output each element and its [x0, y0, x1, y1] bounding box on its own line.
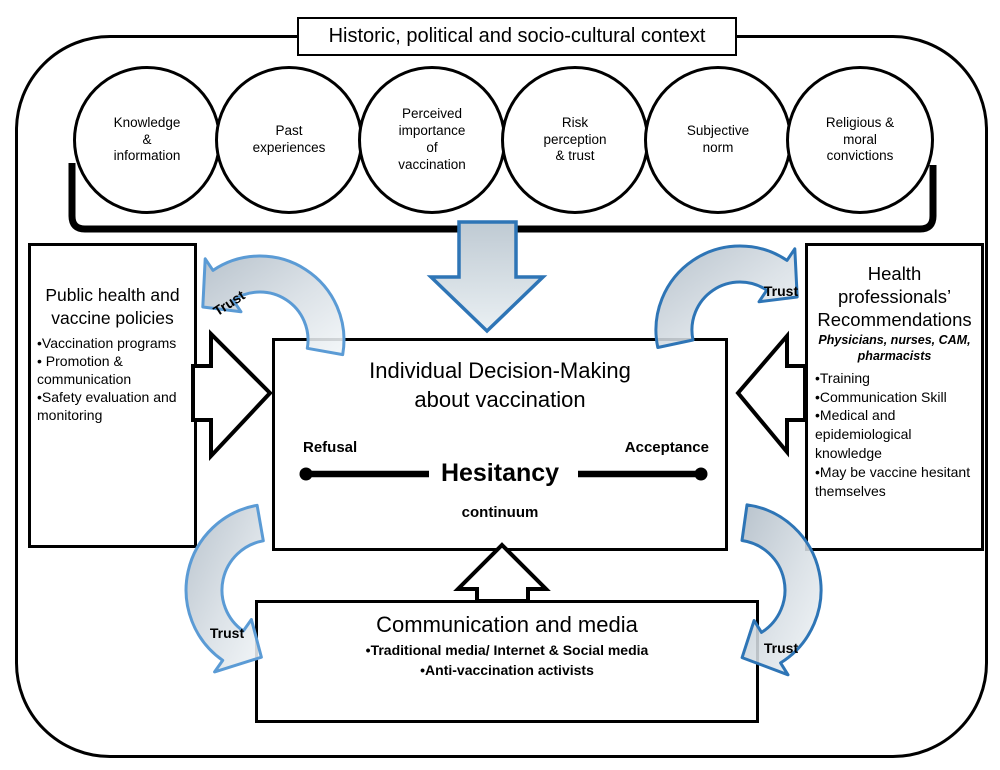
trust-label-bottom-left: Trust — [209, 625, 245, 641]
circle-perceived-importance: Perceived importance of vaccination — [358, 66, 506, 214]
professionals-bullet-training: •Training — [815, 369, 870, 386]
professionals-bullet-communication-skill: •Communication Skill — [815, 388, 947, 405]
public-health-policies-heading: Public health and vaccine policies — [45, 285, 180, 328]
communication-media-heading: Communication and media — [376, 612, 638, 637]
communication-media-box: Communication and media •Traditional med… — [255, 600, 759, 723]
individual-decision-heading: Individual Decision-Making about vaccina… — [369, 358, 631, 412]
professionals-bullet-vaccine-hesitant: •May be vaccine hesitant themselves — [815, 464, 971, 499]
refusal-label: Refusal — [303, 439, 358, 456]
context-banner: Historic, political and socio-cultural c… — [297, 17, 737, 56]
circle-risk-perception-trust: Risk perception & trust — [501, 66, 649, 214]
circle-subjective-norm: Subjective norm — [644, 66, 792, 214]
context-banner-label: Historic, political and socio-cultural c… — [328, 25, 706, 47]
acceptance-label: Acceptance — [624, 439, 709, 456]
circle-religious-convictions: Religious & moral convictions — [786, 66, 934, 214]
media-bullet-anti-vaccination-activists: •Anti-vaccination activists — [420, 662, 594, 679]
continuum-label: continuum — [461, 504, 539, 521]
health-professionals-box: Health professionals’ Recommendations Ph… — [805, 243, 984, 551]
circle-past-experiences: Past experiences — [215, 66, 363, 214]
media-bullet-traditional-internet-social: •Traditional media/ Internet & Social me… — [365, 642, 649, 658]
hesitancy-label: Hesitancy — [440, 459, 560, 487]
trust-label-top-right: Trust — [763, 283, 799, 299]
policies-bullet-safety-evaluation: •Safety evaluation and monitoring — [37, 389, 177, 424]
policies-bullet-promotion-communication: • Promotion & communication — [37, 352, 132, 387]
policies-bullet-vaccination-programs: •Vaccination programs — [37, 334, 177, 351]
health-professionals-subheading: Physicians, nurses, CAM, pharmacists — [818, 333, 971, 363]
public-health-policies-box: Public health and vaccine policies •Vacc… — [28, 243, 197, 548]
professionals-bullet-medical-knowledge: •Medical and epidemiological knowledge — [815, 407, 912, 462]
circle-knowledge-information: Knowledge & information — [73, 66, 221, 214]
trust-label-bottom-right: Trust — [763, 640, 799, 656]
health-professionals-heading: Health professionals’ Recommendations — [817, 263, 972, 331]
individual-decision-box: Individual Decision-Making about vaccina… — [272, 338, 728, 551]
